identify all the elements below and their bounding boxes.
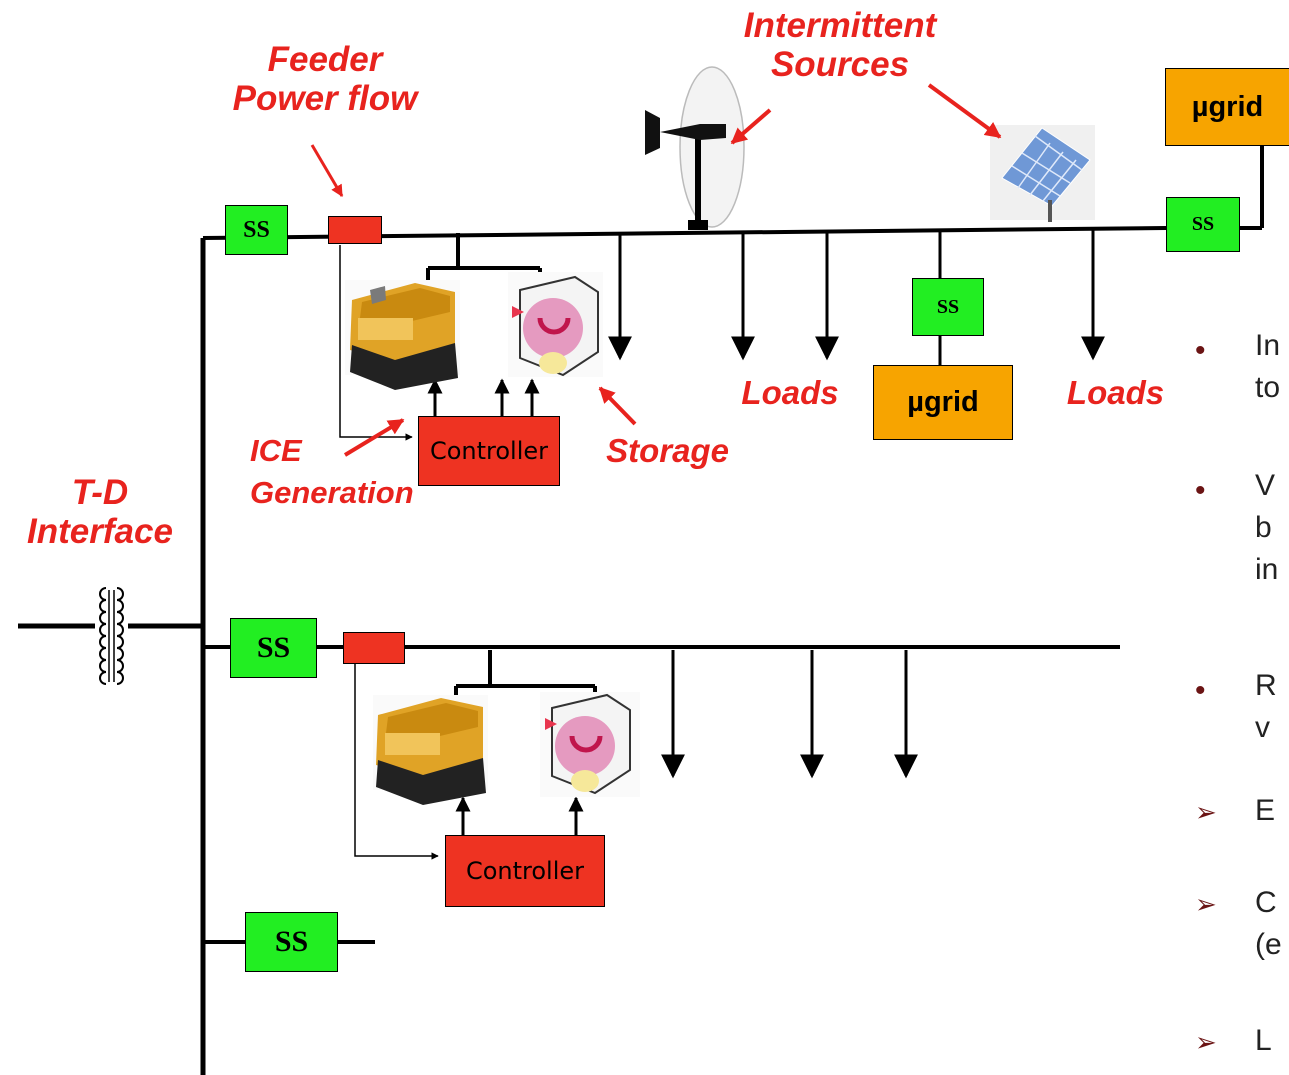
feeder-sensor-2	[343, 632, 405, 664]
transformer-icon	[18, 587, 203, 685]
ugrid-box-top-right: µgrid	[1165, 68, 1289, 146]
loads-label-1: Loads	[741, 374, 839, 411]
ugrid-box-middle: µgrid	[873, 365, 1013, 440]
ss-switch-ugrid-right: SS	[1166, 197, 1240, 252]
solar-panel-icon	[990, 125, 1095, 222]
loads-label-2: Loads	[1066, 374, 1165, 411]
wind-turbine-icon	[645, 66, 745, 230]
ice-generator-1-icon	[345, 280, 460, 390]
ss-switch-feeder-1: SS	[225, 205, 288, 255]
t-d-interface-label: T-D Interface	[27, 473, 173, 552]
ss-switch-feeder-3: SS	[245, 912, 338, 972]
feeder-sensor-1	[328, 216, 382, 244]
controller-feeder-1: Controller	[418, 416, 560, 486]
ss-switch-ugrid-middle: SS	[912, 278, 984, 336]
storage-label: Storage	[606, 432, 729, 469]
intermittent-sources-label: Intermittent Sources	[743, 6, 937, 85]
controller-feeder-2: Controller	[445, 835, 605, 907]
storage-1-icon	[508, 272, 603, 377]
storage-2-icon	[540, 692, 640, 797]
ice-generation-label: ICE Generation	[250, 433, 414, 510]
bullet-list: • In to • V b in • R v ➢ E ➢ C (e ➢ L	[1195, 329, 1282, 1057]
feeder-power-flow-label: Feeder Power flow	[232, 40, 418, 119]
ss-switch-feeder-2: SS	[230, 618, 317, 678]
ice-generator-2-icon	[373, 695, 488, 805]
